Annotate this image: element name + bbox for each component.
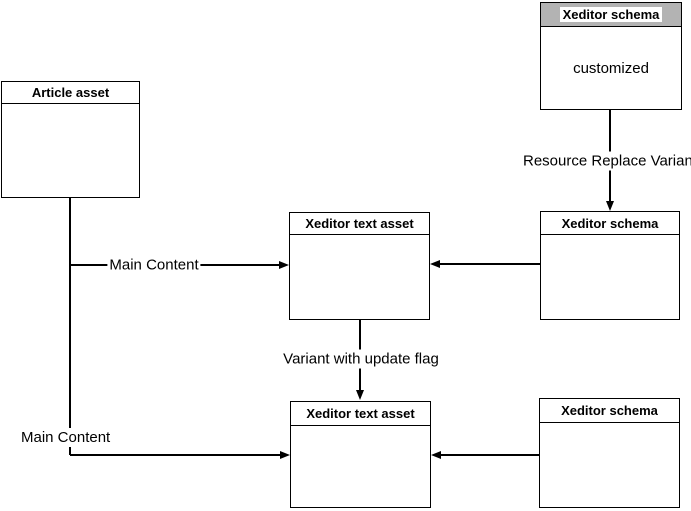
edge-label-resource-replace-variant: Resource Replace Variant xyxy=(521,151,691,171)
node-article-asset-title: Article asset xyxy=(2,82,139,104)
node-xeditor-text-asset-main-body xyxy=(290,235,429,319)
node-article-asset-body xyxy=(2,104,139,197)
node-xeditor-schema-main-body xyxy=(541,235,679,319)
node-xeditor-schema-variant-body xyxy=(540,423,679,507)
node-xeditor-schema-customized-title: Xeditor schema xyxy=(559,7,663,22)
edge-variant-update-flag-arrowhead xyxy=(356,390,364,400)
node-xeditor-text-asset-main: Xeditor text asset xyxy=(289,212,430,320)
edge-schema-to-text-asset-main-arrowhead xyxy=(430,260,440,268)
node-article-asset: Article asset xyxy=(1,81,140,198)
node-xeditor-schema-customized-header: Xeditor schema xyxy=(541,3,681,27)
edge-resource-replace-variant-arrowhead xyxy=(606,201,614,211)
edge-main-content-top-arrowhead xyxy=(279,261,289,269)
node-xeditor-schema-variant: Xeditor schema xyxy=(539,398,680,508)
edge-main-content-bottom-line xyxy=(70,454,281,456)
node-xeditor-text-asset-main-title: Xeditor text asset xyxy=(290,213,429,235)
node-xeditor-schema-customized-body: customized xyxy=(573,59,649,77)
node-xeditor-schema-customized: Xeditor schema customized xyxy=(540,2,682,110)
edge-label-variant-with-update-flag: Variant with update flag xyxy=(281,349,441,369)
node-xeditor-schema-main: Xeditor schema xyxy=(540,211,680,320)
edge-schema-to-text-asset-main-line xyxy=(439,263,540,265)
node-xeditor-text-asset-variant-title: Xeditor text asset xyxy=(291,402,430,426)
node-xeditor-schema-variant-title: Xeditor schema xyxy=(540,399,679,423)
node-xeditor-text-asset-variant: Xeditor text asset xyxy=(290,401,431,508)
edge-label-main-content-top: Main Content xyxy=(107,255,201,275)
edge-schema-to-text-asset-variant-arrowhead xyxy=(431,451,441,459)
edge-main-content-bottom-arrowhead xyxy=(280,451,290,459)
edge-schema-to-text-asset-variant-line xyxy=(440,454,539,456)
edge-article-asset-trunk-line xyxy=(69,197,71,455)
node-xeditor-schema-main-title: Xeditor schema xyxy=(541,212,679,235)
node-xeditor-text-asset-variant-body xyxy=(291,426,430,507)
edge-label-main-content-bottom: Main Content xyxy=(19,428,113,447)
